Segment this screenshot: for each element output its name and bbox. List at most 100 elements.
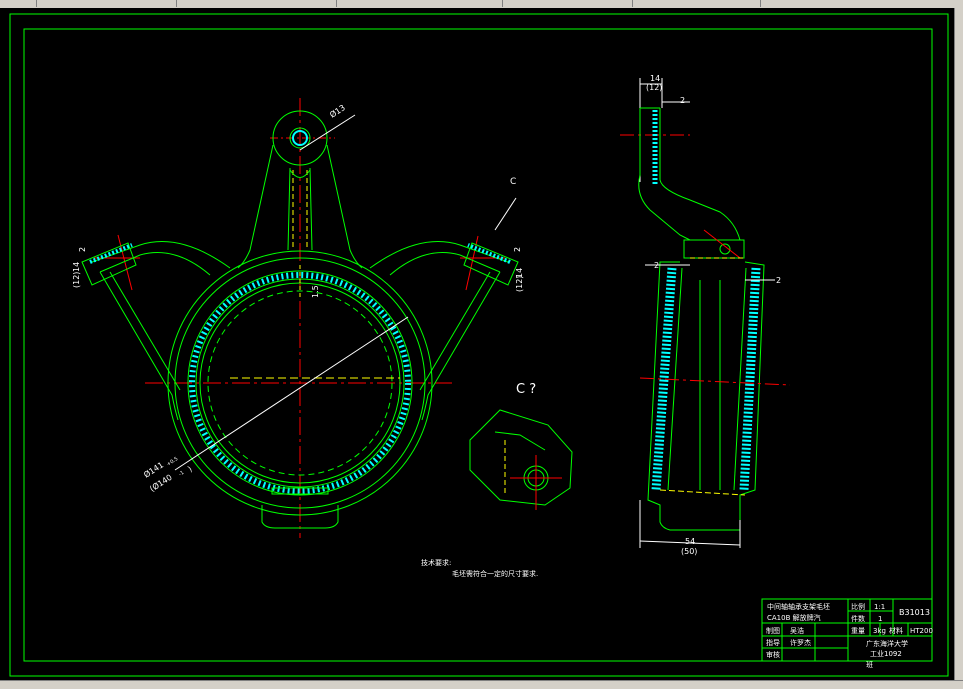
guide-name: 许罗杰 — [790, 638, 811, 647]
bore-dia-2-tol: -1 — [178, 470, 185, 478]
drawing-canvas[interactable]: Ø13 2 14 (12) 2 14 (12) 1.5 Ø141 +0.5 (Ø… — [0, 8, 954, 680]
toolbar-segment[interactable] — [176, 0, 337, 7]
section-top-dim-b: (12) — [646, 83, 662, 92]
section-left-inner — [667, 267, 683, 491]
section-right-inner — [733, 267, 747, 491]
section-right-dim-label: 2 — [776, 276, 781, 285]
inner-frame — [23, 28, 933, 662]
bore-dia-tol: +0.5 — [166, 456, 179, 468]
right-arm-top — [369, 241, 509, 269]
bore-hidden-circle — [207, 290, 393, 476]
toolbar-segment[interactable] — [36, 0, 177, 7]
top-hole-inner — [292, 130, 308, 146]
upper-web — [287, 167, 313, 251]
main-view — [81, 98, 519, 538]
section-left-dim-label: 2 — [654, 261, 659, 270]
left-arm-top — [91, 241, 231, 269]
section-top-side: 2 — [680, 96, 685, 105]
section-centerline-mid — [639, 377, 791, 386]
qty-label: 件数 — [851, 614, 865, 623]
toolbar-segment[interactable] — [502, 0, 633, 7]
view-c: C ? — [469, 382, 573, 510]
scale-value: 1:1 — [874, 603, 885, 611]
material-value: HT200 — [910, 627, 933, 635]
weight-label: 重量 — [851, 627, 865, 635]
top-hole-outer — [289, 127, 311, 149]
section-upper-arm — [638, 108, 741, 241]
outer-ring-circle — [167, 250, 433, 516]
scale-label: 比例 — [851, 602, 865, 611]
view-c-outline — [469, 409, 573, 506]
weight-value: 3kg — [873, 627, 886, 635]
left-dim-top: 2 — [78, 247, 87, 252]
right-lug — [463, 242, 519, 286]
left-dim-a: 14 — [72, 262, 81, 272]
upper-arm-left — [237, 144, 274, 269]
hole-dia-label: Ø13 — [328, 102, 347, 119]
cad-drawing: Ø13 2 14 (12) 2 14 (12) 1.5 Ø141 +0.5 (Ø… — [9, 13, 949, 677]
school-line1: 广东海洋大学 — [866, 639, 908, 648]
section-left-hatch — [651, 267, 677, 491]
right-arm-bottom-2 — [419, 271, 491, 391]
section-top-dim-a: 14 — [650, 74, 660, 83]
left-arm-bottom — [99, 271, 179, 421]
outer-ring-circle-2 — [174, 257, 426, 509]
part-name-1: 中间轴轴承支架毛坯 — [767, 602, 830, 611]
view-c-inner — [494, 431, 546, 451]
view-c-title: C ? — [516, 382, 536, 397]
upper-arm-right — [326, 144, 363, 269]
technical-notes: 技术要求: 毛坯需符合一定的尺寸要求. — [421, 558, 538, 578]
left-lug-centerline-2 — [117, 234, 133, 291]
section-boss — [683, 239, 745, 259]
section-cut-c: C — [494, 177, 517, 231]
section-bottom-dim-a: 54 — [685, 537, 695, 546]
hole-dimension-leader — [299, 114, 356, 151]
section-tube-outline — [647, 261, 765, 531]
right-dim-top: 2 — [513, 247, 522, 252]
section-web — [699, 280, 721, 490]
review-label: 审核 — [766, 650, 780, 659]
outer-frame — [9, 13, 949, 677]
drawing-number: B31013 — [899, 608, 930, 617]
school-line2: 工业1092 — [870, 649, 902, 658]
section-view-labels: 14 (12) 2 2 2 54 (50) — [646, 74, 781, 556]
right-dim-a: 14 — [515, 268, 524, 278]
vertical-scrollbar[interactable] — [954, 8, 963, 680]
cut-line — [494, 197, 517, 231]
right-lug-hatch — [467, 243, 511, 264]
bottom-foot — [261, 505, 339, 529]
right-arm-bottom — [421, 271, 501, 421]
notes-line1: 毛坯需符合一定的尺寸要求. — [452, 569, 538, 578]
section-right-hatch — [739, 267, 761, 491]
section-boss-hole — [719, 243, 731, 255]
bore-outer-circle — [187, 270, 413, 496]
section-bottom-dim — [639, 540, 741, 546]
toolbar-segment[interactable] — [632, 0, 761, 7]
section-bottom-dim-b: (50) — [681, 547, 697, 556]
notes-heading: 技术要求: — [421, 558, 451, 567]
section-boss-centerline — [703, 229, 741, 259]
left-dim-b: (12) — [72, 272, 81, 288]
center-wall-dim: 1.5 — [311, 285, 320, 298]
left-lug — [81, 242, 137, 286]
section-hidden-bottom — [659, 489, 746, 496]
upper-web-hidden — [292, 170, 308, 250]
class-suffix: 班 — [866, 660, 873, 669]
bottom-pad — [271, 487, 329, 495]
toolbar-segment[interactable] — [0, 0, 37, 7]
web-top — [289, 169, 311, 178]
bore-dia-2-close: ) — [186, 464, 194, 473]
left-lug-hatch — [89, 243, 133, 264]
right-dim-b: (12) — [515, 276, 524, 292]
title-block-text: 中间轴轴承支架毛坯 CA10B 解放牌汽 比例 1:1 件数 1 B31013 … — [766, 602, 933, 669]
guide-label: 指导 — [766, 638, 780, 647]
title-block — [761, 598, 933, 662]
qty-value: 1 — [878, 615, 882, 623]
material-label: 材料 — [889, 626, 903, 635]
bore-dimension-line — [174, 316, 409, 471]
cut-label: C — [510, 177, 516, 187]
part-name-2: CA10B 解放牌汽 — [767, 613, 821, 622]
left-arm-top-2 — [99, 252, 211, 276]
horizontal-scrollbar[interactable] — [0, 680, 963, 689]
toolbar-segment[interactable] — [336, 0, 503, 7]
